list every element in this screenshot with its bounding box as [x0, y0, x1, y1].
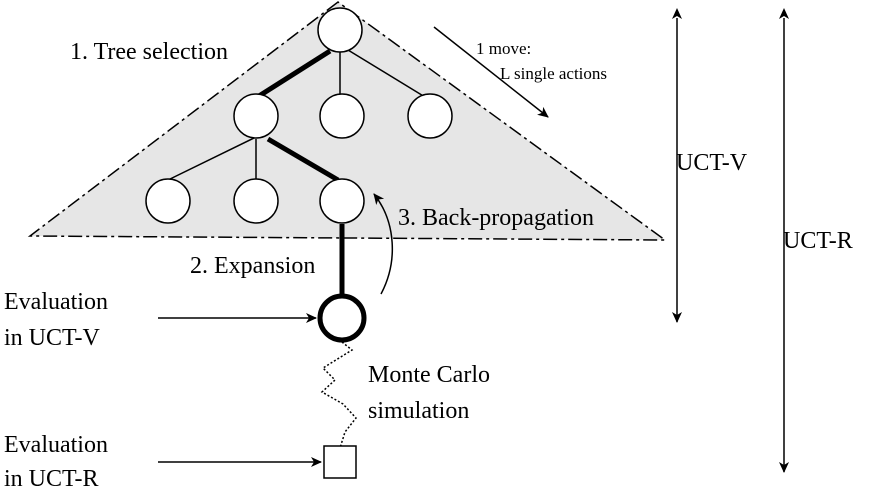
tree-edges: [167, 49, 426, 181]
eval-r-label-line1: Evaluation: [4, 432, 108, 458]
node-level2-right: [319, 178, 365, 224]
back-propagation-arrow: [373, 193, 394, 295]
tree-selection-label: 1. Tree selection: [70, 39, 228, 65]
node-level1-middle: [319, 93, 365, 139]
uct-r-label: UCT-R: [783, 228, 853, 254]
move-label-line2: L single actions: [500, 64, 607, 83]
move-label-line1: 1 move:: [476, 39, 531, 58]
node-level2-middle: [233, 178, 279, 224]
selected-path: [257, 48, 345, 295]
monte-carlo-path: [320, 341, 357, 449]
eval-r-label-line2: in UCT-R: [4, 466, 98, 492]
expansion-label: 2. Expansion: [190, 253, 315, 279]
monte-carlo-label-line1: Monte Carlo: [368, 362, 490, 388]
eval-v-label-line1: Evaluation: [4, 289, 108, 315]
back-propagation-label: 3. Back-propagation: [398, 205, 594, 231]
root-node: [317, 7, 363, 53]
node-level2-left: [145, 178, 191, 224]
monte-carlo-label-line2: simulation: [368, 398, 469, 424]
terminal-square: [323, 445, 357, 479]
move-arrow: [433, 26, 549, 118]
node-level1-right: [407, 93, 453, 139]
expanded-node: [317, 293, 367, 343]
eval-v-label-line2: in UCT-V: [4, 325, 100, 351]
node-level1-left: [233, 93, 279, 139]
uct-v-label: UCT-V: [676, 150, 748, 176]
